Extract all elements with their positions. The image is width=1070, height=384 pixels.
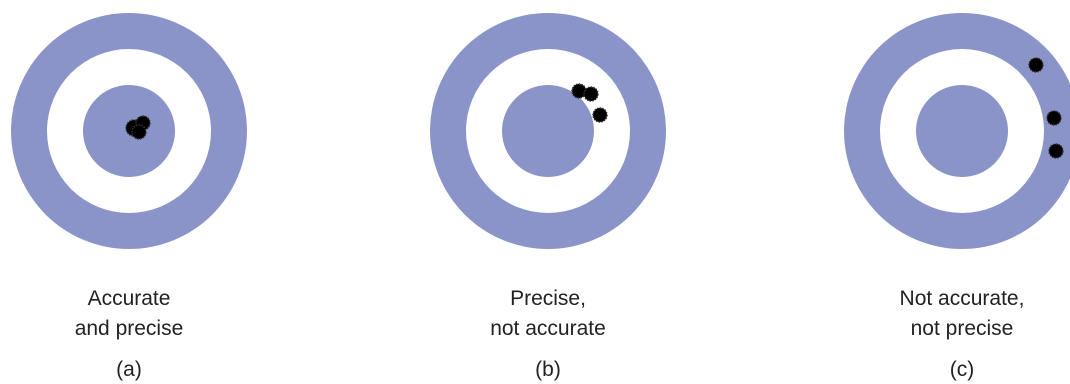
caption-a: Accurate and precise	[0, 284, 279, 344]
target-b	[430, 13, 666, 249]
caption-line: Not accurate,	[899, 287, 1025, 310]
bullet-hole	[583, 86, 599, 102]
panel-label-c: (c)	[949, 358, 975, 381]
holes	[125, 115, 151, 140]
caption-line: Accurate	[87, 287, 171, 310]
bullet-hole	[1048, 143, 1064, 159]
holes	[571, 83, 608, 123]
holes	[1028, 57, 1064, 159]
panel-c: Not accurate, not precise (c)	[812, 0, 1070, 384]
bullet-hole	[1028, 57, 1044, 73]
bullet-hole	[131, 124, 147, 140]
panel-a: Accurate and precise (a)	[0, 0, 279, 384]
bullseye	[916, 85, 1008, 177]
panel-b: Precise, not accurate (b)	[398, 0, 698, 384]
panel-label-a: (a)	[116, 358, 142, 381]
target-c	[844, 13, 1070, 249]
caption-line: Precise,	[510, 287, 586, 310]
bullseye	[502, 85, 594, 177]
panel-label-b: (b)	[535, 358, 561, 381]
caption-c: Not accurate, not precise	[812, 284, 1070, 344]
bullet-hole	[1046, 110, 1062, 126]
caption-line: not precise	[910, 317, 1014, 340]
bullet-hole	[592, 107, 608, 123]
target-a	[11, 13, 247, 249]
caption-b: Precise, not accurate	[398, 284, 698, 344]
caption-line: and precise	[74, 317, 184, 340]
caption-line: not accurate	[490, 317, 606, 340]
